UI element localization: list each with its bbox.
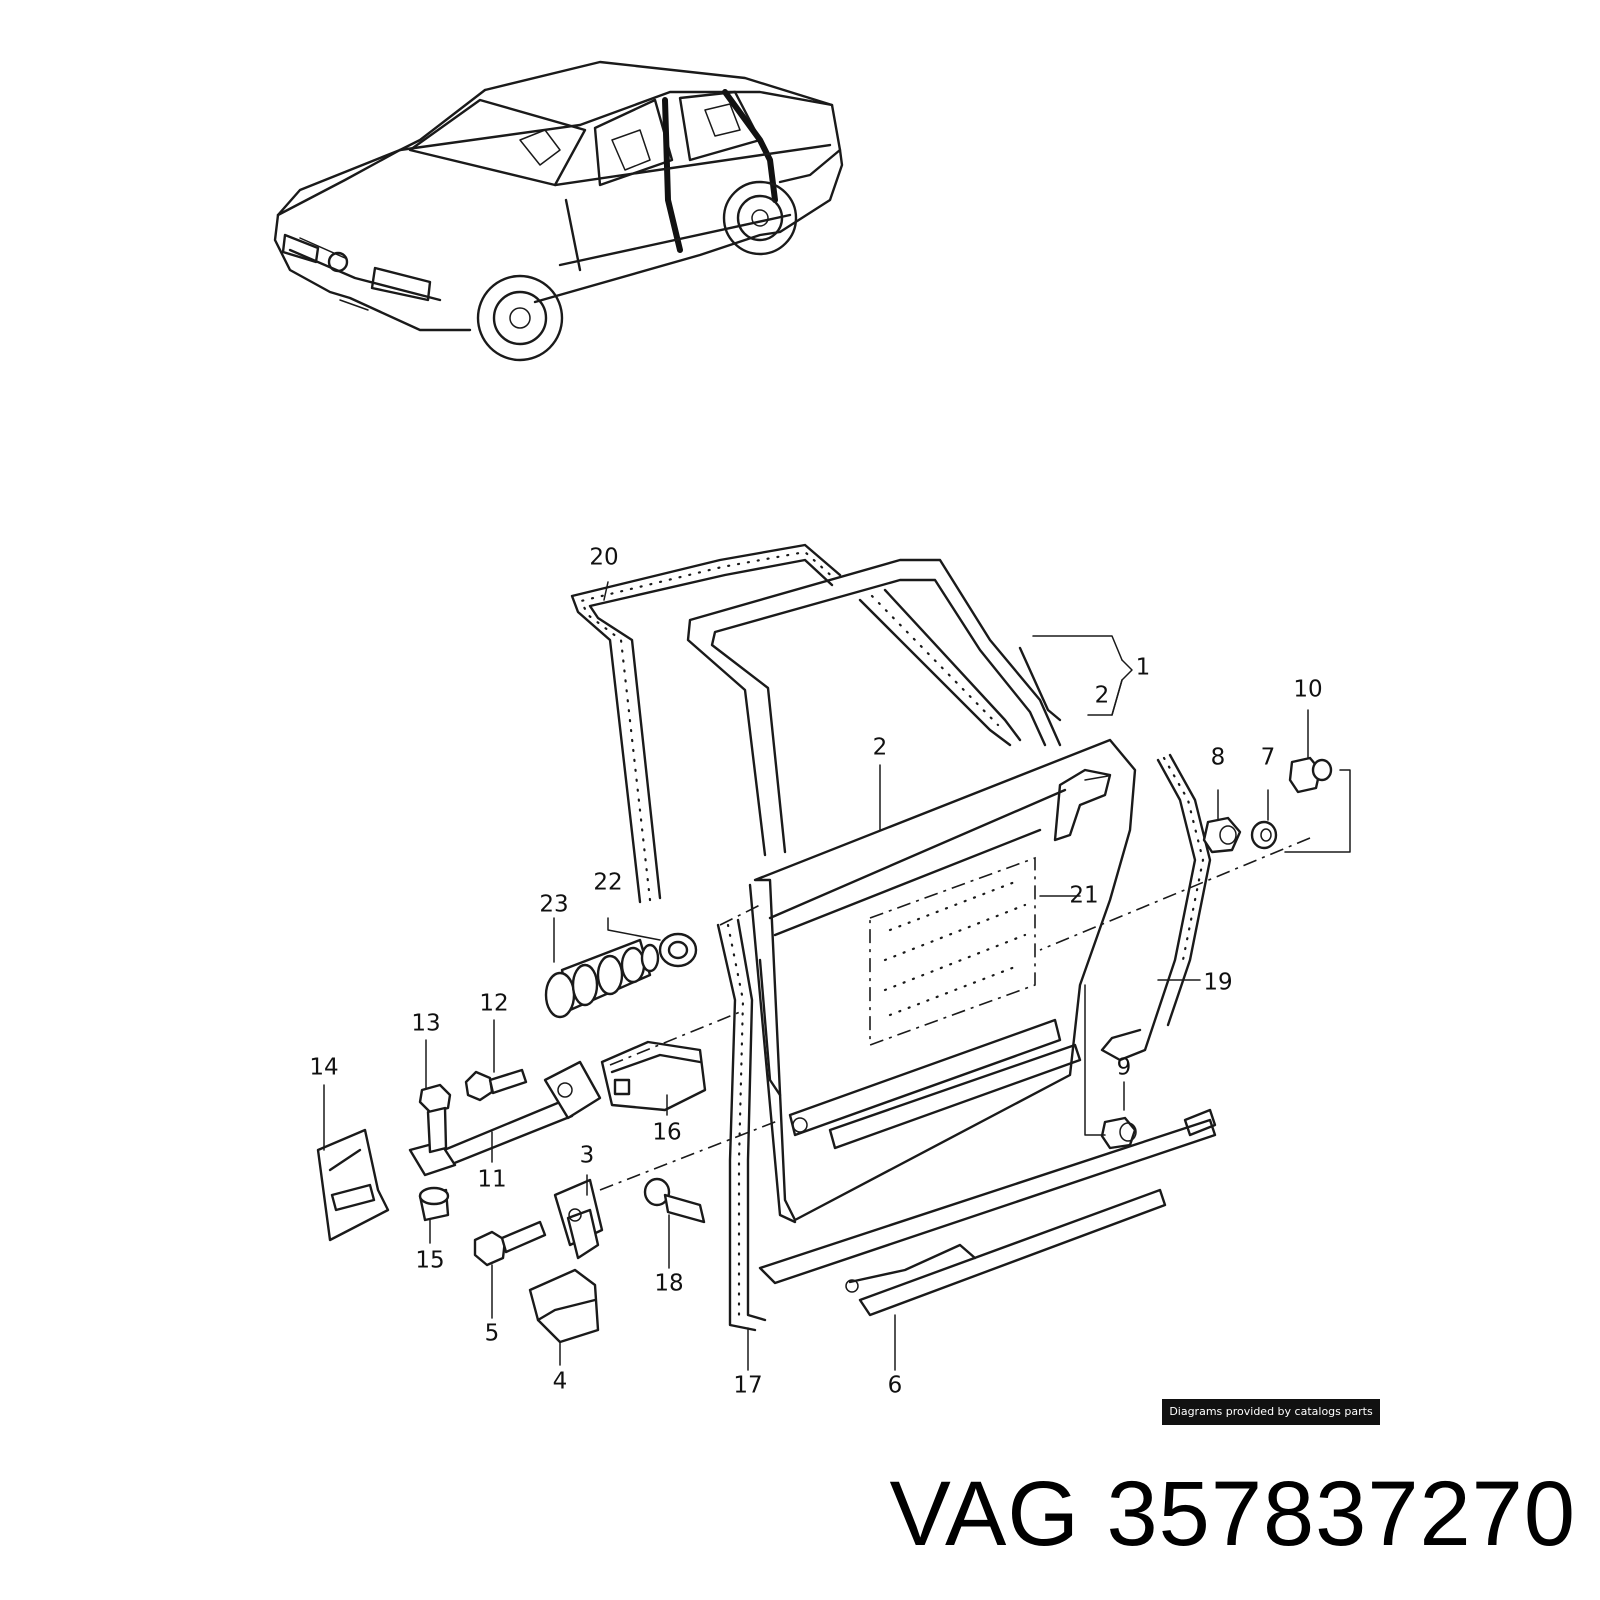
callout-12: 12	[479, 991, 508, 1017]
bellows-grommet-23	[544, 938, 660, 1019]
clip-nut-9	[1100, 1116, 1137, 1150]
callout-22: 22	[593, 870, 622, 896]
callout-13: 13	[411, 1011, 440, 1037]
door-seal-20	[570, 543, 842, 904]
diagram-credit-badge: Diagrams provided by catalogs parts	[1162, 1399, 1380, 1425]
callout-11: 11	[477, 1167, 506, 1193]
callout-10: 10	[1293, 677, 1322, 703]
callout-16: 16	[652, 1120, 681, 1146]
leader-lines	[323, 581, 1351, 1371]
part-number-title: VAG 357837270	[889, 1463, 1576, 1565]
bolt-12	[464, 1068, 528, 1102]
clip-18	[643, 1177, 706, 1224]
callout-20: 20	[589, 545, 618, 571]
hinge-bracket-4	[528, 1268, 600, 1344]
striker-bolt-10	[1288, 756, 1333, 794]
callout-19: 19	[1203, 970, 1232, 996]
washer-7	[1250, 820, 1278, 850]
inner-panel-21	[869, 856, 1036, 1047]
callout-7: 7	[1261, 745, 1276, 771]
cap-nut-15	[418, 1186, 450, 1222]
nut-8	[1202, 816, 1242, 854]
callout-4: 4	[553, 1369, 568, 1395]
seal-19	[1100, 753, 1212, 1062]
door-shell	[686, 558, 1137, 1224]
bolt-5	[473, 1220, 547, 1267]
check-strap-housing-16	[600, 1040, 707, 1112]
hinge-3	[553, 1178, 604, 1260]
callout-18: 18	[654, 1271, 683, 1297]
grommet-ring-22	[658, 932, 698, 968]
callout-9: 9	[1117, 1055, 1132, 1081]
callout-1: 1	[1136, 655, 1151, 681]
callout-5: 5	[485, 1321, 500, 1347]
callout-14: 14	[309, 1055, 338, 1081]
callout-labels: 1 2 2 3 4 5 6 7 8 9 10 11 12 13 14 15 16…	[309, 545, 1322, 1399]
door-check-strap-11	[408, 1060, 602, 1177]
seal-17	[716, 918, 767, 1332]
car-overview-illustration	[273, 60, 844, 362]
assembly-centre-lines	[599, 837, 1311, 1191]
callout-15: 15	[415, 1248, 444, 1274]
bracket-plate-14	[316, 1128, 390, 1242]
callout-8: 8	[1211, 745, 1226, 771]
sill-strip-6	[758, 1108, 1217, 1317]
callout-23: 23	[539, 892, 568, 918]
callout-3: 3	[580, 1143, 595, 1169]
callout-21: 21	[1069, 883, 1098, 909]
callout-17: 17	[733, 1373, 762, 1399]
pin-13	[418, 1083, 452, 1154]
callout-2-bracket: 2	[1095, 683, 1110, 709]
callout-2-door: 2	[873, 735, 888, 761]
callout-6: 6	[888, 1373, 903, 1399]
